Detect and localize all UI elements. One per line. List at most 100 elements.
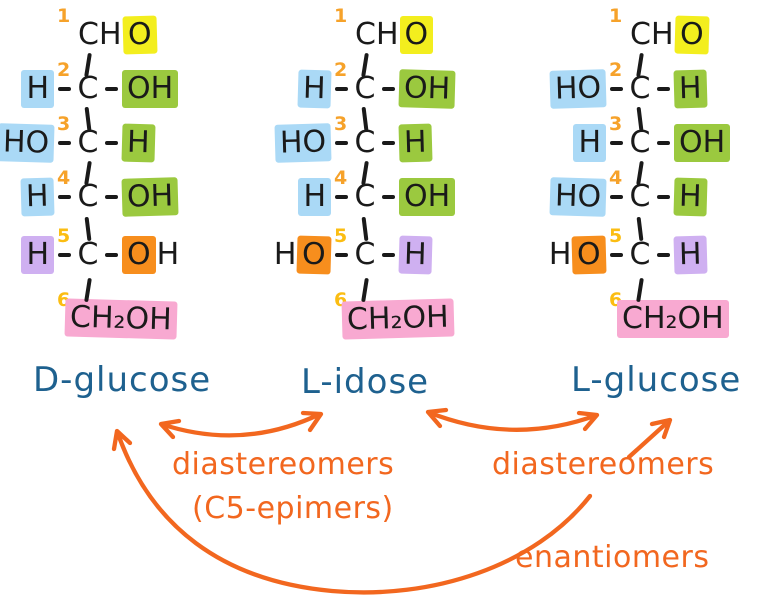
ch2oh-group: CH₂OH: [64, 298, 178, 340]
bond-horizontal: [657, 253, 670, 257]
highlighted-atom-group: HO: [0, 123, 55, 163]
bond-horizontal: [657, 141, 670, 145]
left-substituent: H: [250, 69, 352, 109]
right-substituent: OH: [653, 124, 755, 162]
highlighted-atom-group: H: [121, 123, 156, 163]
carbon-atom: C: [354, 125, 376, 160]
label-l-idose: L-idose: [301, 362, 430, 402]
ch2oh-group: CH₂OH: [617, 300, 729, 338]
carbon-atom: C: [354, 237, 376, 272]
carbon-number: 1: [609, 5, 623, 27]
highlighted-atom-group: OH: [121, 177, 179, 217]
bond-horizontal: [610, 87, 623, 91]
highlighted-atom-group: O: [296, 235, 332, 275]
atom-group: H: [548, 237, 572, 272]
atom-group: H: [156, 237, 180, 272]
highlighted-atom-group: H: [573, 124, 606, 162]
atom-group: CH: [78, 17, 122, 52]
bond-horizontal: [610, 141, 623, 145]
arrow-diastereomers-lidose-lglucose: [425, 407, 600, 432]
bond-horizontal: [335, 195, 348, 199]
bond-horizontal: [335, 253, 348, 257]
highlighted-atom-group: O: [571, 235, 607, 275]
bond-horizontal: [105, 195, 118, 199]
carbon-atom: C: [629, 125, 651, 160]
carbon-number: 5: [57, 225, 71, 247]
bond-horizontal: [657, 87, 670, 91]
highlighted-atom-group: OH: [398, 69, 456, 109]
bond-horizontal: [610, 195, 623, 199]
ch2oh-group: CH₂OH: [341, 298, 455, 340]
bond-horizontal: [105, 141, 118, 145]
bond-horizontal: [382, 141, 395, 145]
carbon-number: 4: [334, 167, 348, 189]
carbon-number: 2: [57, 59, 71, 81]
highlighted-atom-group: H: [21, 70, 54, 108]
carbon-number: 5: [609, 225, 623, 247]
highlighted-atom-group: H: [297, 69, 332, 109]
bond-horizontal: [335, 87, 348, 91]
right-substituent: H: [378, 123, 480, 163]
highlighted-atom-group: H: [398, 235, 433, 275]
carbon-number: 1: [334, 5, 348, 27]
carbon-number: 4: [609, 167, 623, 189]
left-substituent: H: [0, 236, 75, 274]
highlighted-atom-group: CH₂OH: [64, 298, 178, 340]
bond-horizontal: [105, 253, 118, 257]
right-substituent: OH: [378, 178, 480, 216]
bond-horizontal: [105, 87, 118, 91]
bond-horizontal: [58, 87, 71, 91]
enantiomers-label: enantiomers: [515, 540, 710, 575]
label-l-glucose: L-glucose: [571, 360, 742, 400]
bond-horizontal: [382, 87, 395, 91]
carbon-number: 3: [334, 113, 348, 135]
left-substituent: HO: [525, 69, 627, 109]
atom-group: CH: [355, 17, 399, 52]
c5-epimers-label: (C5-epimers): [192, 491, 394, 526]
highlighted-atom-group: H: [673, 69, 708, 109]
carbon-number: 4: [57, 167, 71, 189]
bond-horizontal: [382, 195, 395, 199]
right-substituent: H: [378, 235, 480, 275]
highlighted-atom-group: OH: [674, 124, 731, 162]
label-d-glucose: D-glucose: [33, 360, 212, 400]
highlighted-atom-group: H: [20, 177, 55, 217]
carbon-number: 5: [334, 225, 348, 247]
highlighted-atom-group: O: [673, 15, 709, 55]
carbon-number: 3: [57, 113, 71, 135]
carbon-atom: C: [77, 125, 99, 160]
carbon-atom: C: [354, 179, 376, 214]
right-substituent: OH: [101, 177, 203, 217]
right-substituent: OH: [378, 69, 480, 109]
carbon-atom: C: [629, 179, 651, 214]
atom-group: H: [273, 237, 297, 272]
bond-horizontal: [335, 141, 348, 145]
highlighted-atom-group: CH₂OH: [617, 300, 729, 338]
highlighted-atom-group: O: [122, 236, 156, 274]
bond-horizontal: [58, 195, 71, 199]
carbon-atom: C: [77, 237, 99, 272]
highlighted-atom-group: OH: [399, 178, 456, 216]
carbon-number: 3: [609, 113, 623, 135]
bond-vertical: [361, 277, 369, 303]
highlighted-atom-group: O: [121, 15, 157, 55]
right-substituent: H: [653, 69, 755, 109]
highlighted-atom-group: HO: [274, 123, 332, 163]
bond-horizontal: [382, 253, 395, 257]
highlighted-atom-group: OH: [122, 70, 179, 108]
right-substituent: H: [101, 123, 203, 163]
highlighted-atom-group: H: [21, 236, 54, 274]
